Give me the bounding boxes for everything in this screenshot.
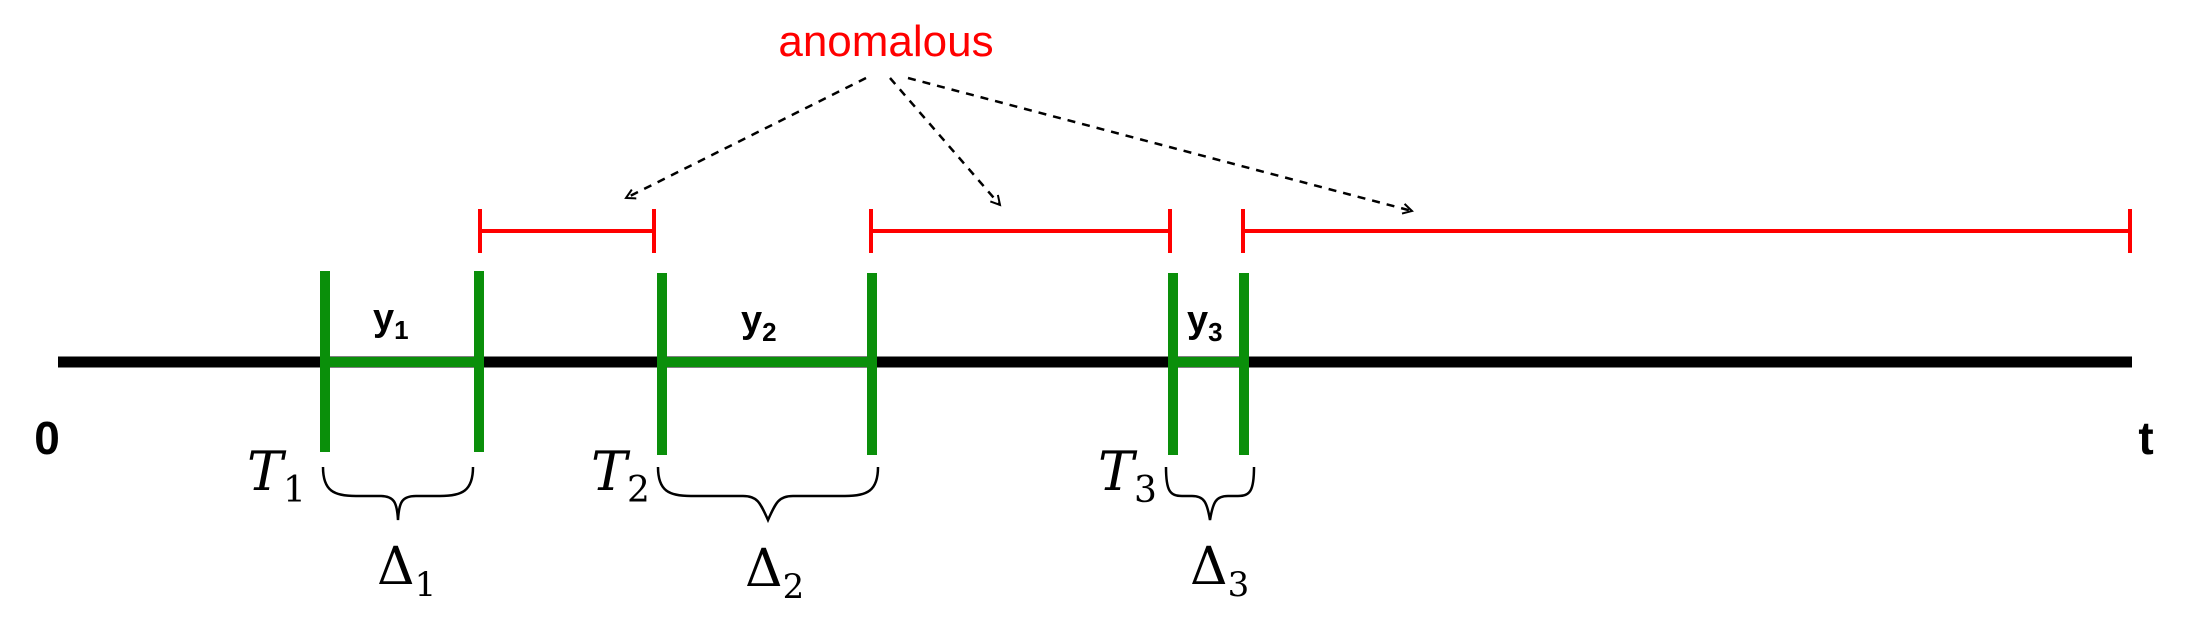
arrow-to-anomaly-3 (907, 76, 1412, 211)
start-time-1: T1 (247, 440, 306, 511)
brace-1 (321, 466, 475, 521)
duration-labels: Δ1 Δ2 Δ3 (377, 537, 1249, 607)
arrow-to-anomaly-2 (889, 77, 1000, 205)
start-time-labels: T1 T2 T3 (247, 440, 1157, 511)
anomalous-interval-1 (478, 209, 656, 253)
duration-3: Δ3 (1190, 537, 1249, 605)
anomalous-label: anomalous (778, 17, 993, 66)
segment-3-label: y3 (1187, 299, 1223, 347)
anomalous-intervals (478, 209, 2132, 253)
segment-2-label: y2 (741, 299, 777, 347)
segment-2 (657, 273, 877, 455)
anomalous-arrows (626, 76, 1412, 211)
start-time-2: T2 (591, 440, 650, 511)
anomalous-interval-3 (1241, 209, 2132, 253)
segment-1 (320, 271, 484, 452)
segment-3 (1168, 273, 1249, 455)
segment-value-labels: y1 y2 y3 (373, 297, 1223, 347)
observed-segments (320, 271, 1249, 455)
axis-end-label: t (2138, 412, 2153, 464)
brace-2 (656, 466, 880, 524)
segment-1-label: y1 (373, 297, 409, 345)
duration-1: Δ1 (377, 537, 436, 605)
axis-start-label: 0 (34, 412, 60, 464)
duration-2: Δ2 (745, 539, 804, 607)
arrow-to-anomaly-1 (626, 76, 867, 198)
start-time-3: T3 (1098, 440, 1157, 511)
duration-braces (321, 466, 1256, 524)
anomalous-interval-2 (869, 209, 1172, 253)
brace-3 (1164, 466, 1256, 521)
